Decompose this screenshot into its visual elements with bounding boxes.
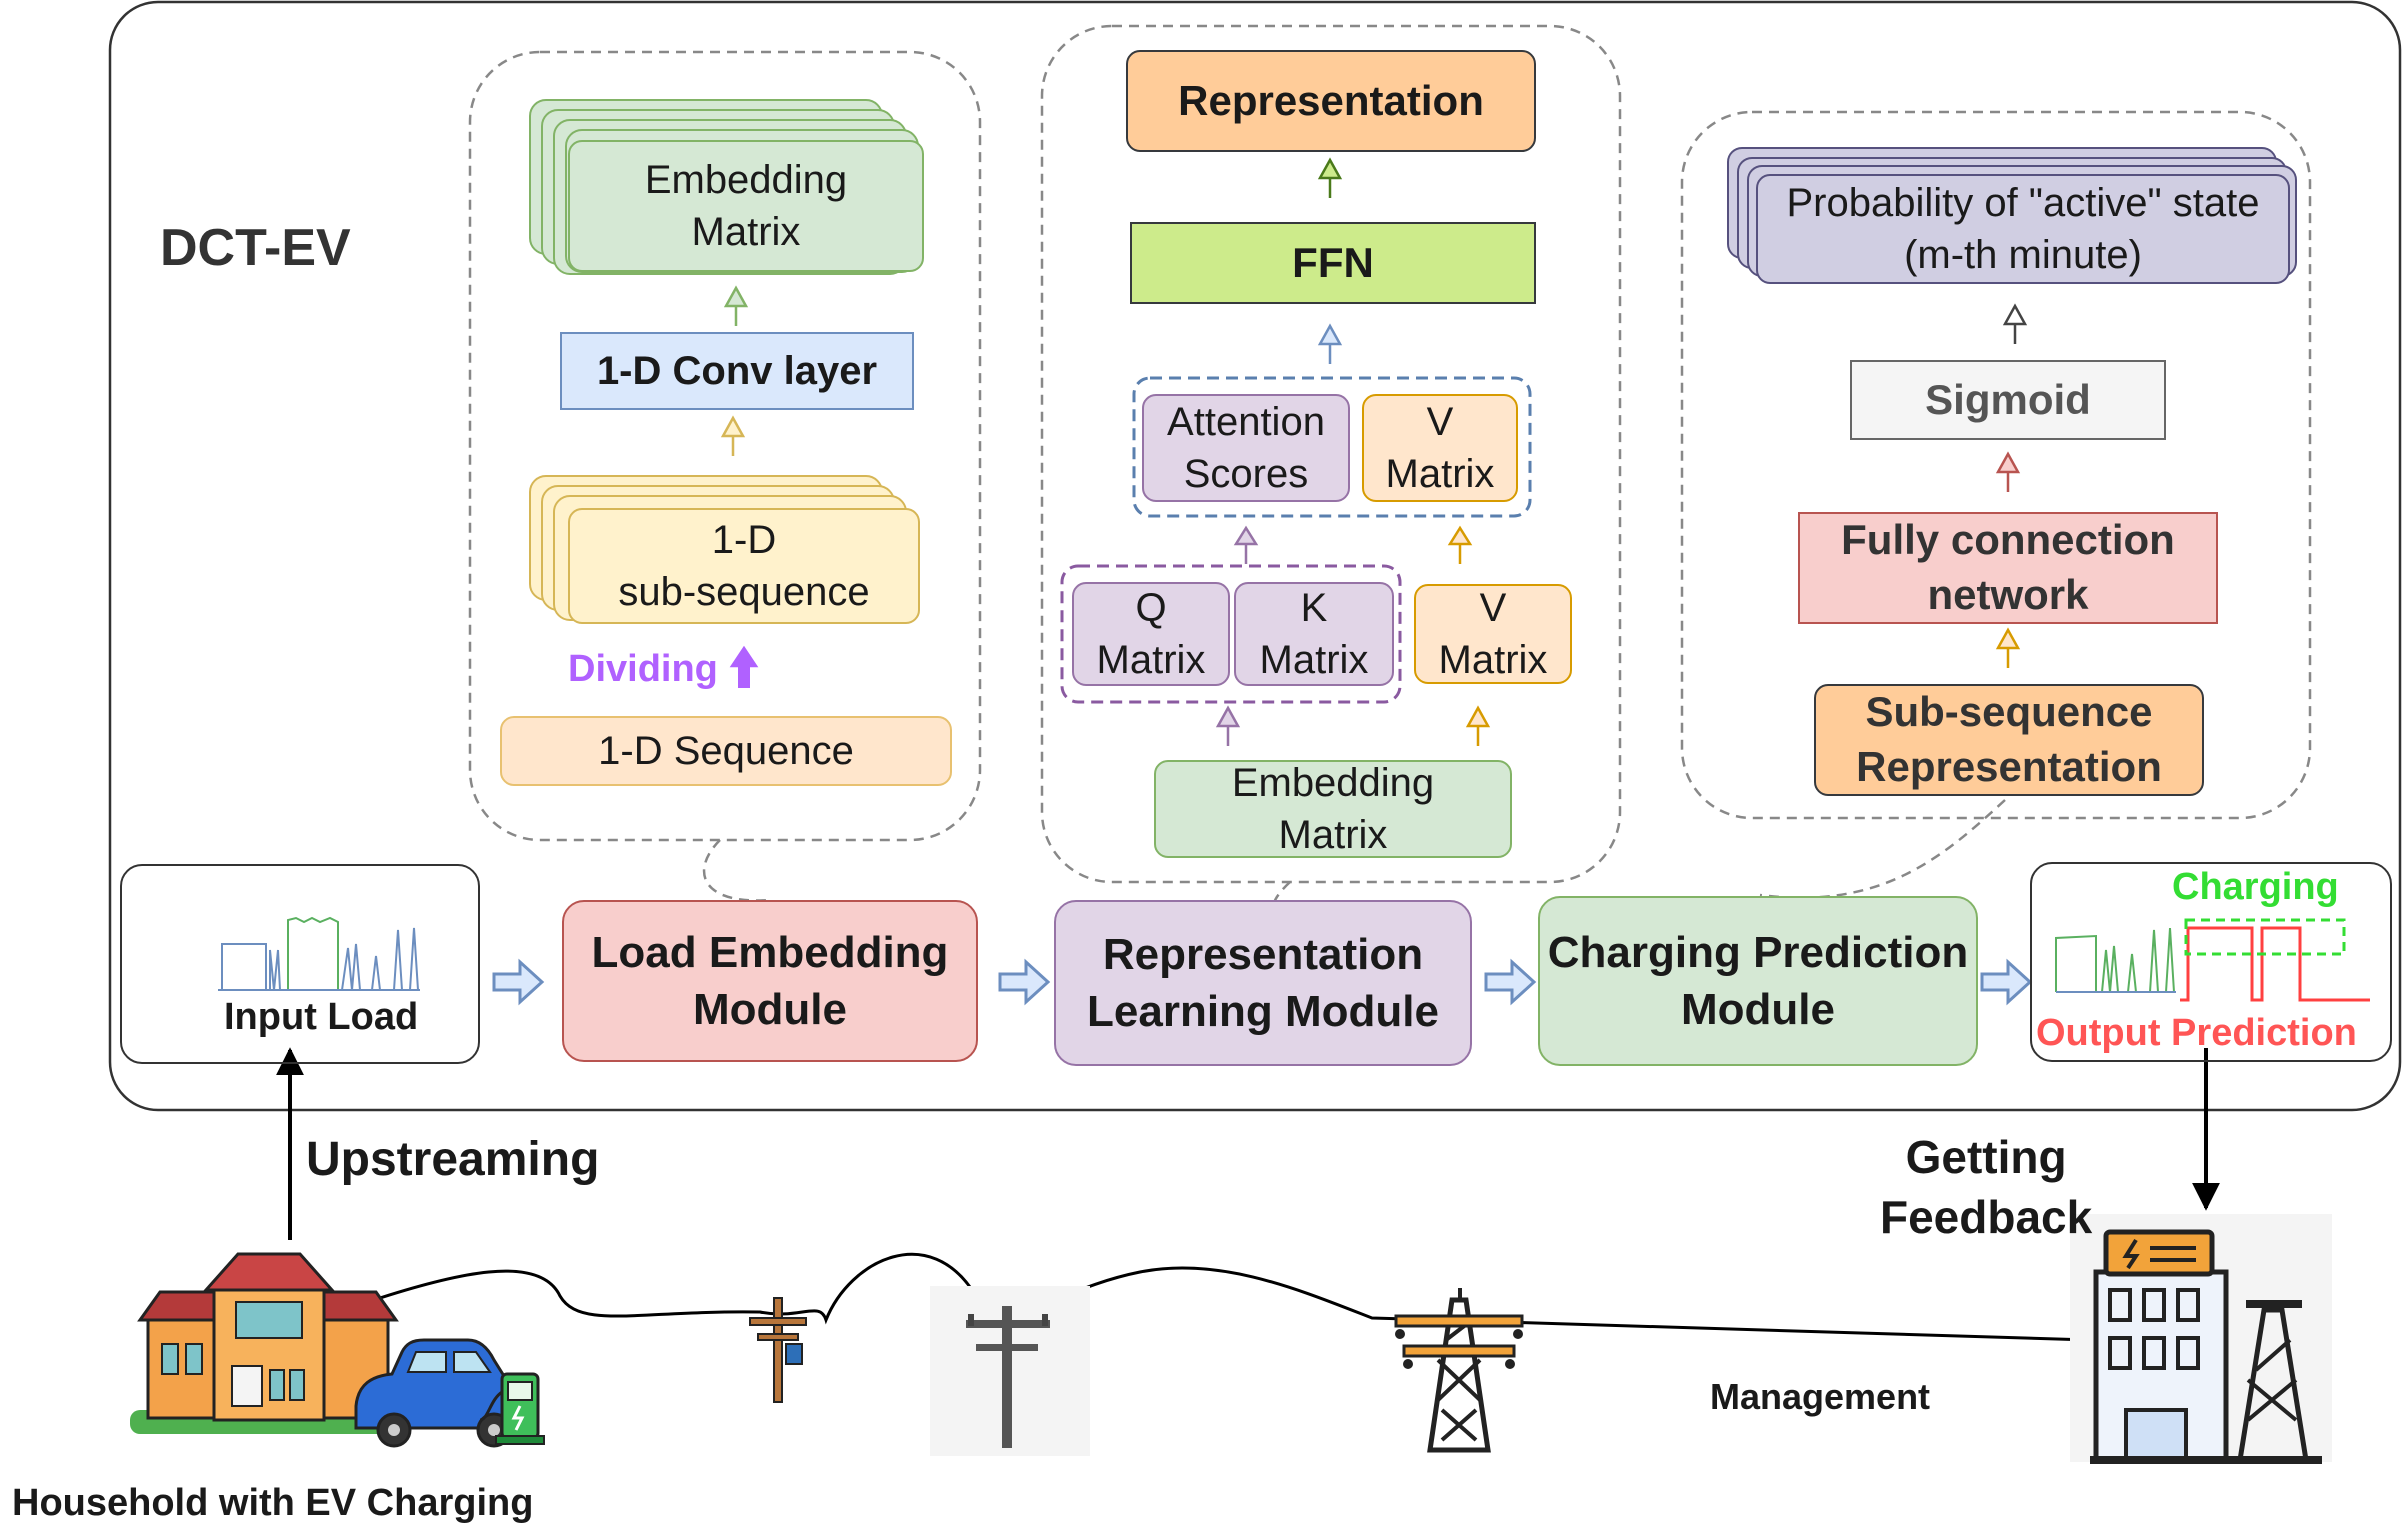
output-waveform [2055,918,2370,1002]
attention-scores-line1: Attention [1167,400,1325,444]
output-prediction-label: Output Prediction [2036,1012,2357,1054]
attention-v-group [1132,376,1532,518]
upstreaming-label: Upstreaming [306,1133,600,1186]
charging-station-icon [479,1372,545,1445]
prediction-panel-connector [1759,799,2006,899]
prediction-detail-panel [1680,110,2312,820]
k-matrix-line1: K [1300,586,1328,630]
representation-learning-line2: Learning Module [1087,987,1439,1036]
attention-embedding-line1: Embedding [1231,761,1435,805]
k-matrix-line2: Matrix [1259,638,1369,682]
probability-stack: Probability of "active" state (m-th minu… [1756,174,2290,284]
qk-group [1060,564,1402,704]
charging-highlight [2184,918,2346,956]
charging-prediction-module: Charging Prediction Module [1538,896,1978,1066]
system-title: DCT-EV [160,219,351,277]
k-matrix-box: K Matrix [1234,582,1394,686]
pipeline-arrows [492,958,2033,1006]
power-plant-icon [2070,1214,2332,1464]
load-embedding-module: Load Embedding Module [562,900,978,1062]
load-embedding-line2: Module [693,985,847,1034]
attention-detail-panel [1040,24,1622,884]
house-icon [130,1252,399,1434]
sub-representation-line2: Representation [1856,743,2162,790]
q-matrix-line1: Q [1135,586,1167,630]
v-matrix-top-line2: Matrix [1385,452,1495,496]
flow-arrows [720,157,2028,746]
charging-label: Charging [2172,866,2339,908]
representation-box: Representation [1126,50,1536,152]
sub-representation-box: Sub-sequence Representation [1814,684,2204,796]
attention-embedding-line2: Matrix [1278,813,1388,857]
household-label: Household with EV Charging [12,1482,534,1524]
power-pole-icon [930,1286,1090,1456]
ev-car-icon [354,1338,530,1448]
charging-prediction-line1: Charging Prediction [1547,927,1969,977]
embedding-matrix-line1: Embedding [644,158,848,202]
fc-network-line2: network [1927,571,2089,618]
probability-line1: Probability of "active" state [1786,181,2260,225]
attention-scores-box: Attention Scores [1142,394,1350,502]
sub-sequence-line1: 1-D [711,518,777,562]
v-matrix-bottom-line1: V [1479,586,1507,630]
ffn-box: FFN [1130,222,1536,304]
management-label: Management [1710,1376,1931,1417]
sub-representation-line1: Sub-sequence [1865,688,2153,736]
q-matrix-box: Q Matrix [1072,582,1230,686]
getting-feedback-label: Getting Feedback [1880,1128,2092,1248]
input-load-label: Input Load [224,996,419,1038]
input-load-panel [120,864,480,1064]
attention-scores-line2: Scores [1183,452,1309,496]
dividing-label: Dividing [568,648,718,690]
representation-learning-line1: Representation [1102,929,1424,979]
load-embedding-line1: Load Embedding [591,927,949,977]
representation-learning-module: Representation Learning Module [1054,900,1472,1066]
input-load-waveform [218,916,420,991]
fc-network-box: Fully connection network [1798,512,2218,624]
v-matrix-bottom-box: V Matrix [1414,584,1572,684]
sub-sequence-stack: 1-D sub-sequence [568,508,920,624]
embedding-detail-panel [468,50,982,842]
v-matrix-top-box: V Matrix [1362,394,1518,502]
fc-network-line1: Fully connection [1841,516,2175,564]
embedding-matrix-line2: Matrix [691,210,801,254]
v-matrix-bottom-line2: Matrix [1438,638,1548,682]
q-matrix-line2: Matrix [1096,638,1206,682]
charging-prediction-line2: Module [1681,985,1835,1034]
conv-layer-box: 1-D Conv layer [560,332,914,410]
sequence-box: 1-D Sequence [500,716,952,786]
getting-feedback-line1: Getting [1905,1131,2067,1183]
probability-line2: (m-th minute) [1904,233,2142,277]
system-container [108,0,2402,1112]
power-line [349,1252,2091,1342]
embedding-panel-connector [703,839,771,902]
embedding-matrix-stack: Embedding Matrix [568,140,924,272]
sub-sequence-line2: sub-sequence [618,570,870,614]
attention-embedding-matrix-box: Embedding Matrix [1154,760,1512,858]
utility-pole-icon [749,1297,807,1403]
output-panel [2030,862,2392,1062]
transmission-tower-icon [1394,1288,1524,1453]
getting-feedback-line2: Feedback [1880,1190,2093,1243]
sigmoid-box: Sigmoid [1850,360,2166,440]
v-matrix-top-line1: V [1426,400,1454,444]
